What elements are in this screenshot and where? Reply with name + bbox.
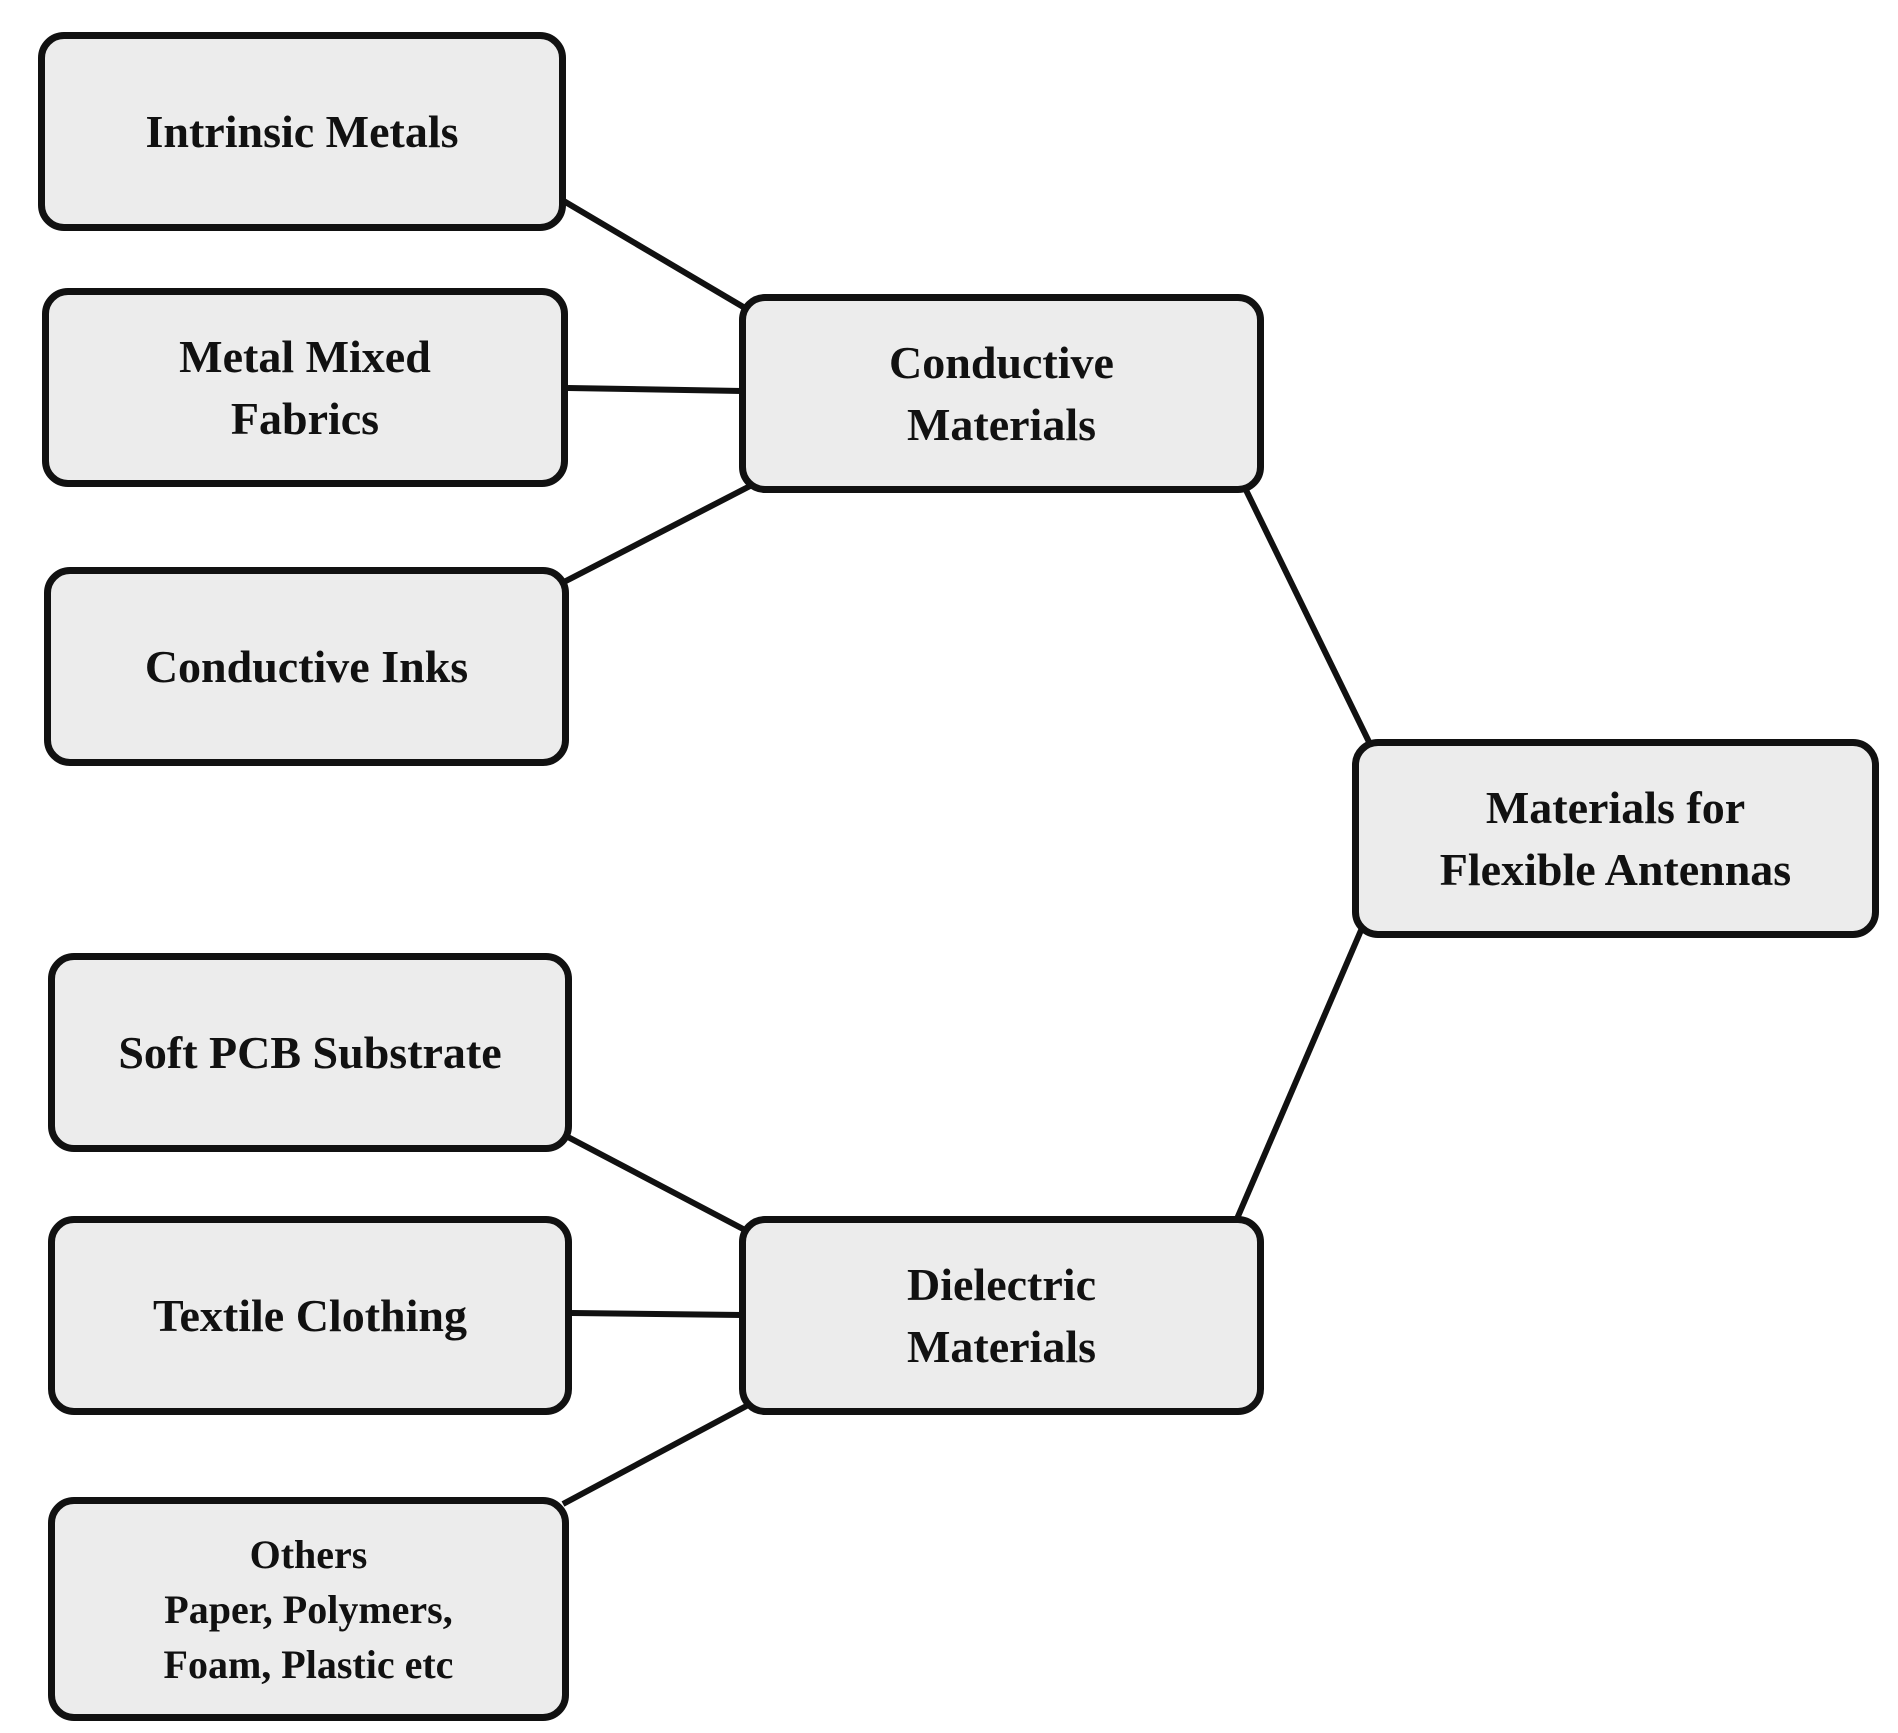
node-label-line: Paper, Polymers, <box>164 1586 453 1632</box>
node-label-line: Soft PCB Substrate <box>118 1026 502 1078</box>
node-materials-for-flexible-antennas: Materials for Flexible Antennas <box>1352 739 1879 938</box>
node-label-line: Foam, Plastic etc <box>163 1641 454 1687</box>
node-label-line: Materials <box>906 398 1097 450</box>
node-conductive-inks: Conductive Inks <box>44 567 569 766</box>
connector-others-to-dielectric <box>561 1400 754 1507</box>
node-textile-clothing: Textile Clothing <box>48 1216 572 1415</box>
node-label-line: Dielectric <box>907 1258 1096 1310</box>
node-label-line: Conductive Inks <box>144 640 469 692</box>
connector-conductive-to-root <box>1242 486 1374 748</box>
connector-root-to-dielectric <box>1233 926 1365 1223</box>
node-label-line: Flexible Antennas <box>1439 843 1792 895</box>
connector-softpcb-to-dielectric <box>564 1133 747 1233</box>
node-label-line: Intrinsic Metals <box>145 105 459 157</box>
connector-intrinsic-to-conductive <box>560 197 747 311</box>
node-label-line: Fabrics <box>230 392 380 444</box>
node-label-line: Metal Mixed <box>179 330 431 382</box>
node-label-line: Conductive <box>889 336 1114 388</box>
node-soft-pcb-substrate: Soft PCB Substrate <box>48 953 572 1152</box>
node-intrinsic-metals: Intrinsic Metals <box>38 32 566 231</box>
node-metal-mixed-fabrics: Metal Mixed Fabrics <box>42 288 568 487</box>
node-label-line: Others <box>249 1531 368 1577</box>
node-label-line: Textile Clothing <box>153 1289 467 1341</box>
connector-inks-to-conductive <box>560 482 754 586</box>
connector-metalmixed-to-conductive <box>567 385 743 394</box>
node-dielectric-materials: Dielectric Materials <box>739 1216 1264 1415</box>
node-label-line: Materials <box>906 1320 1097 1372</box>
connector-textile-to-dielectric <box>571 1310 743 1318</box>
node-label-line: Materials for <box>1485 781 1746 833</box>
node-others: Others Paper, Polymers, Foam, Plastic et… <box>48 1497 569 1721</box>
node-conductive-materials: Conductive Materials <box>739 294 1264 493</box>
